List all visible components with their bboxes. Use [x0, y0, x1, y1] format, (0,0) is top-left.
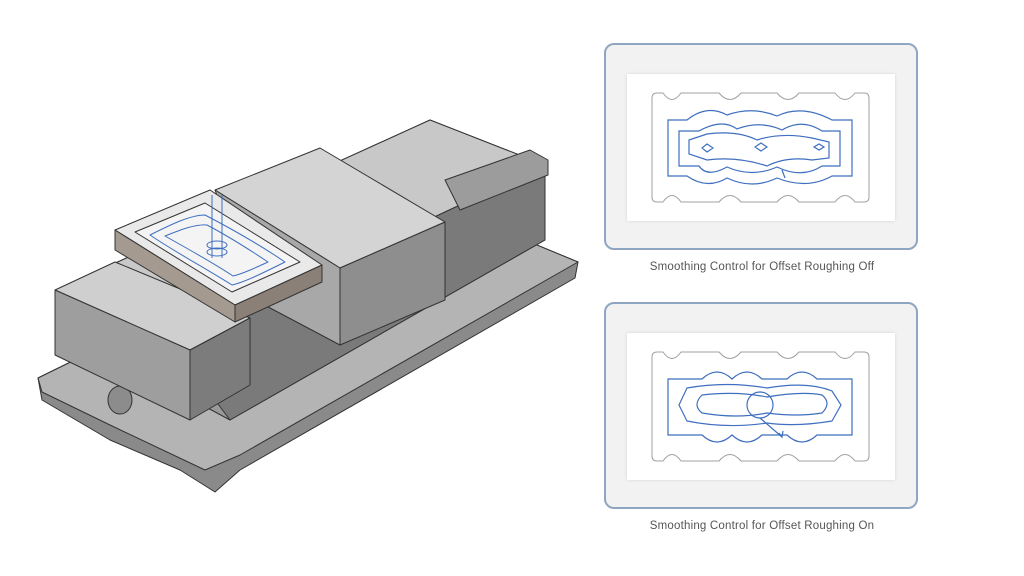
toolpath-preview-off	[627, 74, 895, 221]
caption-smoothing-on: Smoothing Control for Offset Roughing On	[649, 520, 875, 532]
workpiece-toolpath	[149, 214, 286, 286]
panel-smoothing-off	[604, 43, 918, 250]
stock-outline	[651, 92, 870, 203]
caption-smoothing-off: Smoothing Control for Offset Roughing Of…	[649, 261, 875, 273]
toolpath	[667, 371, 853, 443]
toolpath	[667, 109, 853, 185]
stock-outline	[651, 351, 870, 462]
cutting-tool	[206, 195, 228, 258]
panel-smoothing-on	[604, 302, 918, 509]
toolpath-preview-on	[627, 333, 895, 480]
vise-illustration	[37, 119, 579, 493]
